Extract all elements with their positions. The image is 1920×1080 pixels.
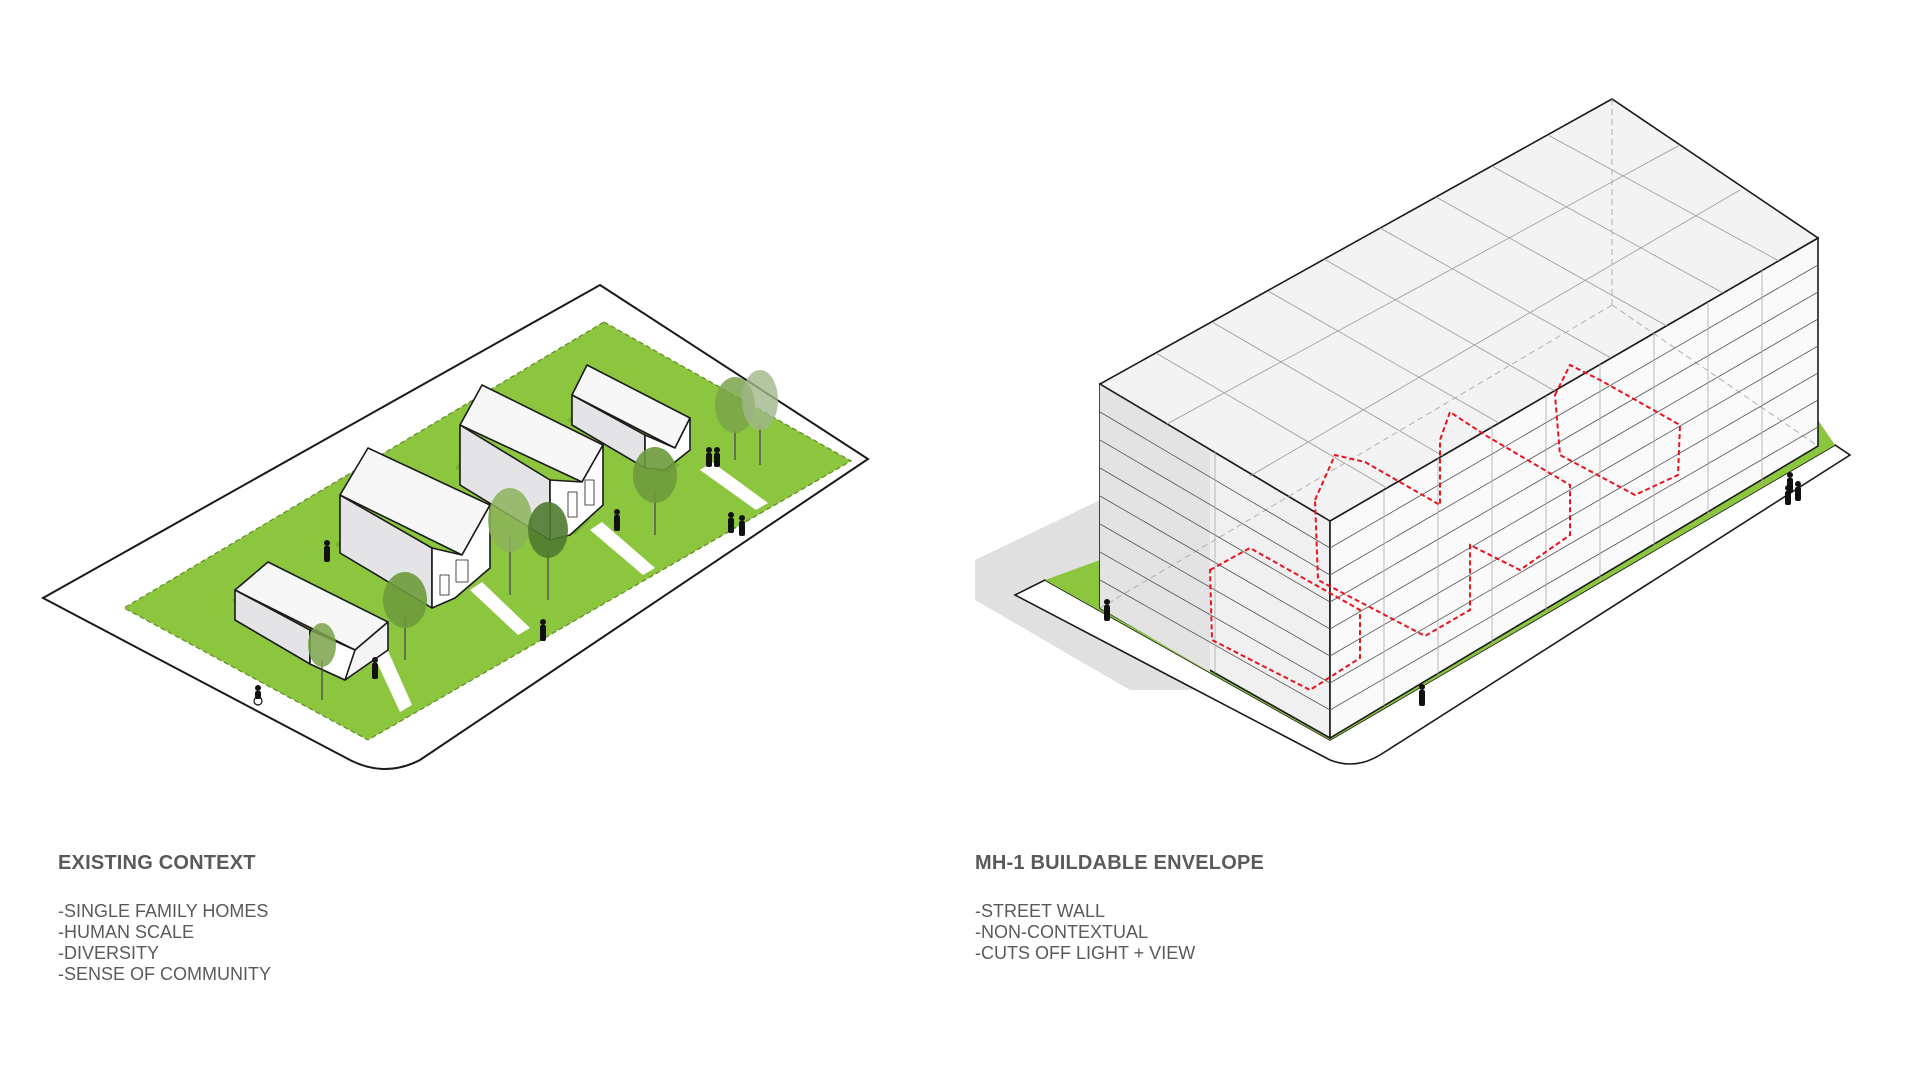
- envelope-floors-left: [1099, 411, 1331, 711]
- caption-existing-context: EXISTING CONTEXT -SINGLE FAMILY HOMES -H…: [58, 852, 271, 985]
- caption-point: -CUTS OFF LIGHT + VIEW: [975, 943, 1196, 963]
- caption-point: -NON-CONTEXTUAL: [975, 922, 1149, 942]
- caption-points: -STREET WALL -NON-CONTEXTUAL -CUTS OFF L…: [975, 901, 1264, 964]
- caption-title: MH-1 BUILDABLE ENVELOPE: [975, 852, 1265, 874]
- caption-point: -DIVERSITY: [58, 943, 160, 963]
- person-icon: [614, 509, 620, 531]
- house-trace-outlines: [1208, 363, 1682, 692]
- existing-context-diagram: [40, 283, 870, 770]
- tree-icon: [488, 488, 532, 595]
- tree-icon: [633, 447, 677, 535]
- caption-point: -SINGLE FAMILY HOMES: [58, 901, 269, 921]
- envelope-hidden-edges: [1099, 99, 1819, 609]
- house-trace-1: [1208, 546, 1361, 692]
- tree-icon: [528, 502, 568, 600]
- tree-icon: [742, 370, 778, 465]
- trees: [308, 370, 778, 700]
- person-icon: [1785, 485, 1791, 505]
- envelope-top-face: [1098, 98, 1820, 522]
- caption-points: -SINGLE FAMILY HOMES -HUMAN SCALE -DIVER…: [58, 901, 271, 985]
- walkways: [372, 462, 768, 712]
- envelope-people: [1104, 472, 1801, 706]
- caption-point: -STREET WALL: [975, 901, 1106, 921]
- tree-icon: [383, 572, 427, 660]
- envelope-shadow: [975, 500, 1230, 690]
- envelope-floors-front: [1329, 264, 1819, 711]
- buildable-envelope-diagram: [975, 98, 1852, 765]
- person-icon: [714, 447, 720, 467]
- people: [253, 447, 745, 706]
- caption-point: -SENSE OF COMMUNITY: [58, 964, 272, 984]
- person-icon: [1419, 684, 1425, 706]
- cyclist-icon: [253, 685, 263, 706]
- person-icon: [728, 512, 734, 533]
- person-icon: [1104, 599, 1110, 621]
- person-icon: [739, 515, 745, 536]
- caption-title: EXISTING CONTEXT: [58, 852, 256, 874]
- person-icon: [540, 619, 546, 641]
- envelope-columns-front: [1383, 270, 1763, 706]
- caption-point: -HUMAN SCALE: [58, 922, 195, 942]
- person-icon: [706, 447, 712, 467]
- house-trace-2: [1313, 410, 1571, 638]
- person-icon: [324, 540, 330, 562]
- caption-buildable-envelope: MH-1 BUILDABLE ENVELOPE -STREET WALL -NO…: [975, 852, 1264, 964]
- tree-icon: [308, 623, 336, 700]
- envelope-grid-top: [1155, 134, 1780, 489]
- person-icon: [1795, 481, 1801, 501]
- person-icon: [372, 657, 378, 679]
